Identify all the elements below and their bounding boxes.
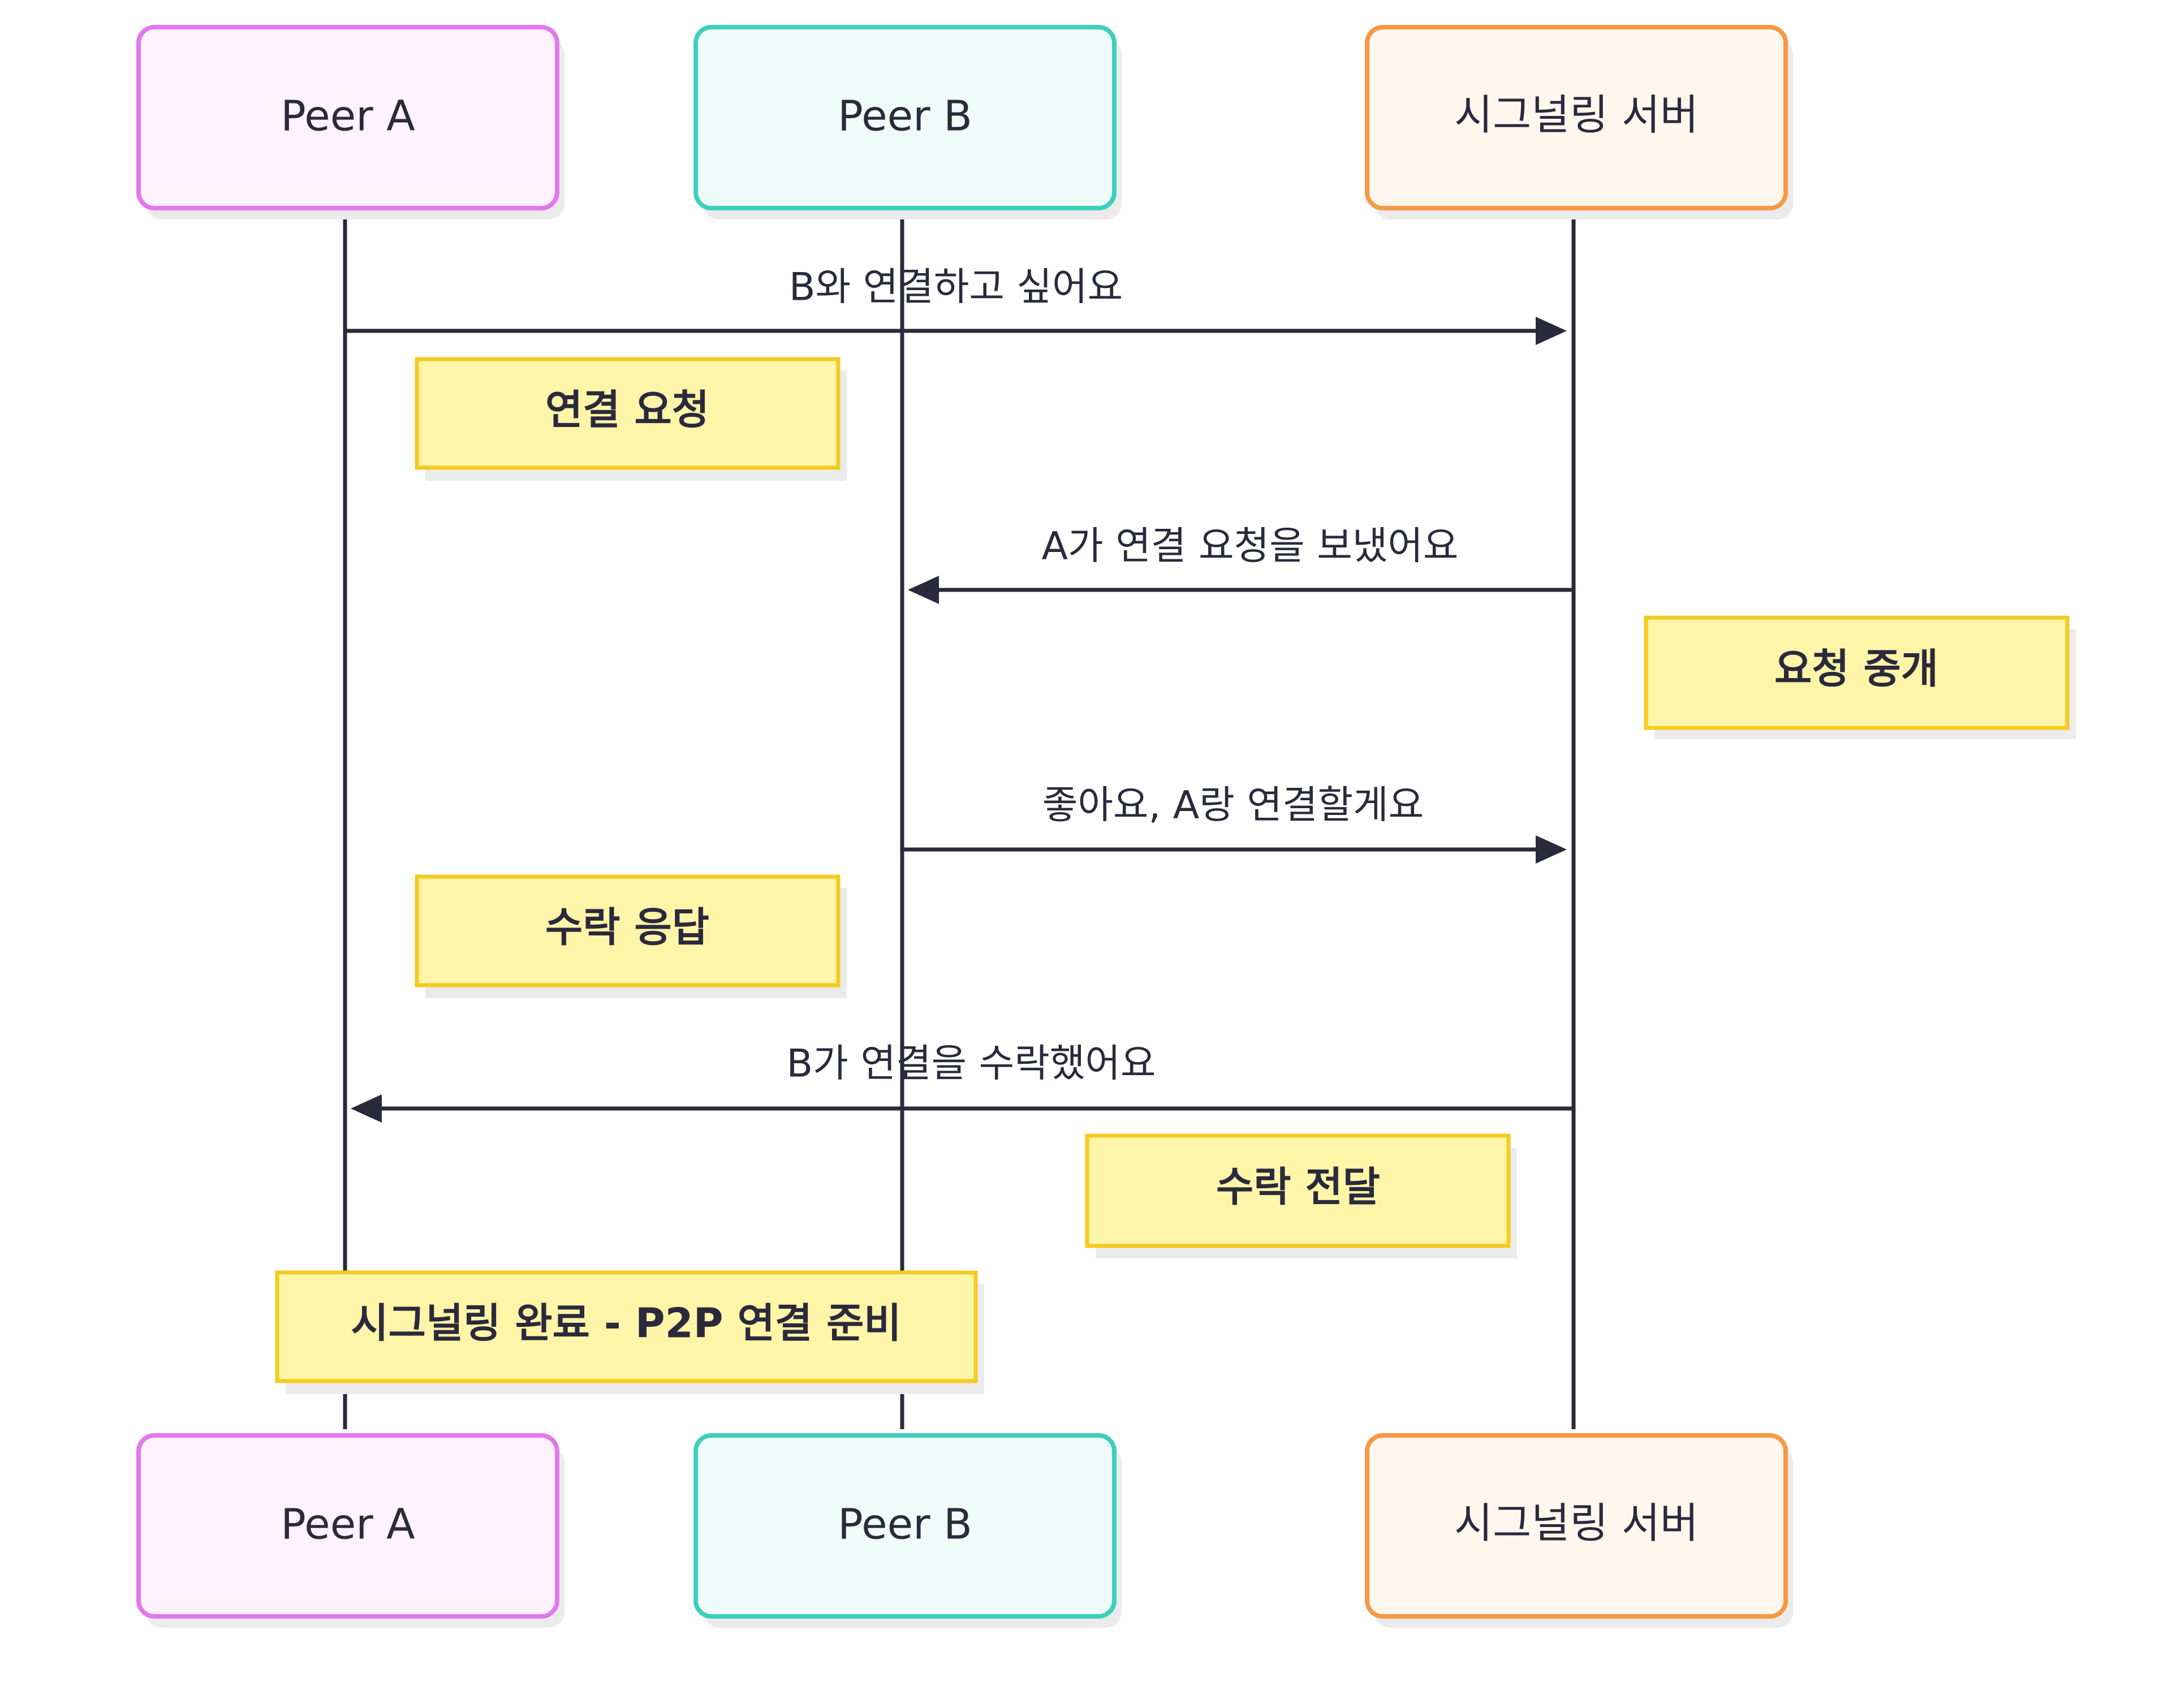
arrow-head bbox=[1536, 835, 1567, 864]
participant-label: 시그널링 서버 bbox=[1454, 91, 1699, 140]
participant-label: 시그널링 서버 bbox=[1454, 1499, 1699, 1548]
participant-label: Peer B bbox=[838, 92, 972, 141]
note-label: 수락 전달 bbox=[1216, 1163, 1380, 1211]
participant-label: Peer A bbox=[281, 92, 415, 141]
participant-peer-a-bottom: Peer A bbox=[136, 1433, 564, 1628]
message-label: B와 연결하고 싶어요 bbox=[789, 265, 1123, 310]
message-label: B가 연결을 수락했어요 bbox=[787, 1042, 1156, 1086]
participant-box bbox=[1365, 1433, 1788, 1619]
note-box bbox=[1085, 1133, 1511, 1248]
participant-label: Peer B bbox=[838, 1500, 972, 1549]
participant-box bbox=[693, 25, 1117, 210]
note-box bbox=[415, 357, 841, 470]
note-accept-forward: 수락 전달 bbox=[1085, 1133, 1517, 1258]
note-box bbox=[275, 1270, 978, 1383]
message-label: 좋아요, A랑 연결할게요 bbox=[1042, 783, 1424, 828]
participant-box bbox=[693, 1433, 1117, 1619]
note-connection-request: 연결 요청 bbox=[415, 357, 847, 481]
arrow-head bbox=[351, 1094, 382, 1123]
note-box bbox=[415, 874, 841, 987]
participant-peer-a-top: Peer A bbox=[136, 25, 564, 219]
participant-server-top: 시그널링 서버 bbox=[1365, 25, 1793, 219]
note-label: 수락 응답 bbox=[545, 904, 709, 951]
participant-peer-b-bottom: Peer B bbox=[693, 1433, 1122, 1628]
note-request-relay: 요청 중개 bbox=[1644, 615, 2076, 739]
participant-box bbox=[136, 25, 559, 210]
message-4: B가 연결을 수락했어요 bbox=[351, 1042, 1574, 1123]
note-box bbox=[1644, 615, 2070, 730]
message-2: A가 연결 요청을 보냈어요 bbox=[908, 524, 1574, 604]
message-1: B와 연결하고 싶어요 bbox=[345, 265, 1567, 345]
participant-server-bottom: 시그널링 서버 bbox=[1365, 1433, 1793, 1628]
participant-peer-b-top: Peer B bbox=[693, 25, 1122, 219]
arrow-head bbox=[1536, 317, 1567, 345]
note-accept-response: 수락 응답 bbox=[415, 874, 847, 998]
note-label: 연결 요청 bbox=[545, 386, 709, 434]
participant-box bbox=[136, 1433, 559, 1619]
note-label: 시그널링 완료 - P2P 연결 준비 bbox=[351, 1300, 901, 1347]
message-3: 좋아요, A랑 연결할게요 bbox=[902, 783, 1567, 864]
note-signaling-complete: 시그널링 완료 - P2P 연결 준비 bbox=[275, 1270, 984, 1394]
participant-box bbox=[1365, 25, 1788, 210]
arrow-head bbox=[908, 576, 939, 604]
participant-label: Peer A bbox=[281, 1500, 415, 1549]
message-label: A가 연결 요청을 보냈어요 bbox=[1042, 524, 1459, 569]
note-label: 요청 중개 bbox=[1774, 645, 1938, 693]
